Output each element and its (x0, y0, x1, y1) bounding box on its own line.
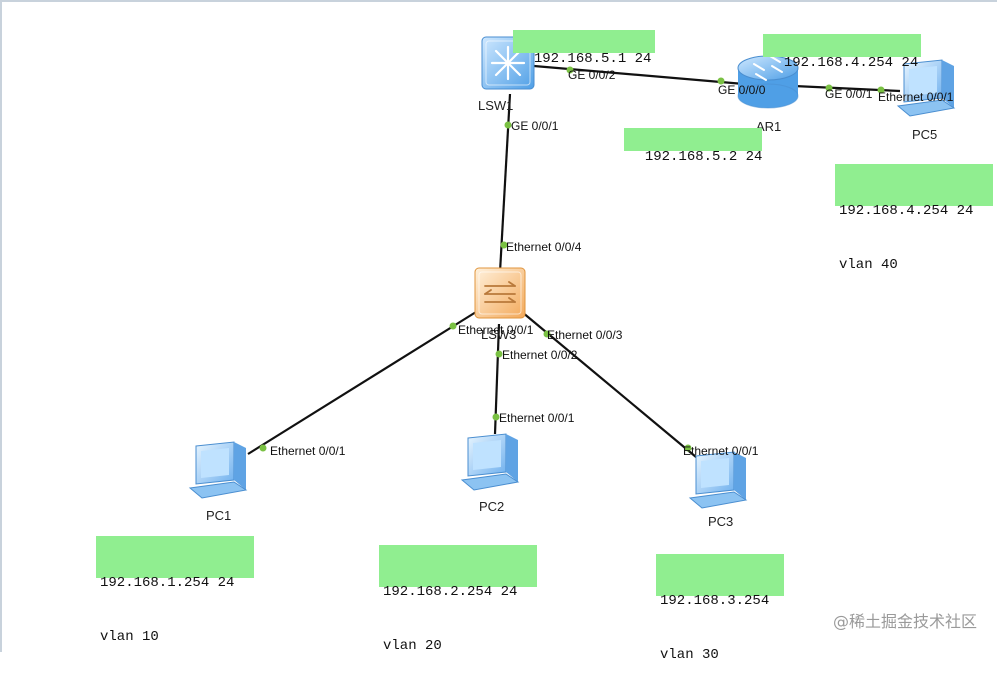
note-ip: 192.168.4.254 24 (839, 203, 974, 219)
pc-pc3[interactable] (688, 451, 748, 509)
port-label-pc1-eth: Ethernet 0/0/1 (270, 444, 346, 458)
port-label-ar1-ge000: GE 0/0/0 (718, 83, 766, 97)
note-pc2[interactable]: 192.168.2.254 24 vlan 20 (379, 545, 537, 654)
note-pc3[interactable]: 192.168.3.254 vlan 30 (656, 554, 784, 663)
port-dot[interactable] (717, 77, 725, 85)
device-label-pc5: PC5 (912, 127, 937, 142)
note-vlan: vlan 10 (100, 629, 159, 645)
note-text: 192.168.5.2 24 (644, 149, 763, 165)
device-label-lsw1: LSW1 (478, 98, 513, 113)
port-dot[interactable] (684, 444, 692, 452)
link-lsw3-pc1[interactable] (247, 311, 477, 455)
port-label-lsw3-eth004: Ethernet 0/0/4 (506, 240, 582, 254)
port-dot[interactable] (504, 121, 512, 129)
topology-canvas[interactable]: LSW1 AR1 LSW3 PC5 PC1 PC2 PC3 GE 0/0/2 G… (0, 0, 997, 663)
switch-arrows-icon (490, 45, 526, 81)
pc-pc1[interactable] (188, 441, 248, 499)
note-lsw1-ip[interactable]: 192.168.5.1 24 (513, 30, 655, 67)
device-label-pc1: PC1 (206, 508, 231, 523)
note-ar1-g001-ip[interactable]: 192.168.4.254 24 (763, 34, 921, 71)
port-dot[interactable] (566, 66, 574, 74)
note-text: 192.168.5.1 24 (533, 51, 652, 67)
port-dot[interactable] (449, 322, 457, 330)
note-vlan: vlan 20 (383, 638, 442, 654)
note-pc5[interactable]: 192.168.4.254 24 vlan 40 (835, 164, 993, 273)
topology-diagram: LSW1 AR1 LSW3 PC5 PC1 PC2 PC3 GE 0/0/2 G… (188, 36, 956, 529)
note-pc1[interactable]: 192.168.1.254 24 vlan 10 (96, 536, 254, 645)
note-ip: 192.168.1.254 24 (100, 575, 235, 591)
links (247, 64, 901, 463)
note-text: 192.168.4.254 24 (783, 55, 919, 71)
note-vlan: vlan 30 (660, 647, 719, 663)
device-label-pc3: PC3 (708, 514, 733, 529)
device-label-lsw3: LSW3 (481, 327, 516, 342)
note-ar1-g000-ip[interactable]: 192.168.5.2 24 (624, 128, 762, 165)
router-ar1[interactable] (737, 55, 799, 109)
switch-lsw3[interactable] (474, 267, 526, 319)
note-vlan: vlan 40 (839, 257, 898, 273)
port-label-pc5-eth: Ethernet 0/0/1 (878, 90, 954, 104)
port-dot[interactable] (259, 444, 267, 452)
pc-pc5[interactable] (896, 59, 956, 117)
link-lsw1-ar1[interactable] (533, 64, 745, 86)
port-dot[interactable] (492, 413, 500, 421)
port-label-lsw3-eth001: Ethernet 0/0/1 (458, 323, 534, 337)
port-label-lsw3-eth002: Ethernet 0/0/2 (502, 348, 578, 362)
pc-pc2[interactable] (460, 433, 520, 491)
port-dot[interactable] (825, 84, 833, 92)
port-dot[interactable] (495, 350, 503, 358)
device-label-ar1: AR1 (756, 119, 781, 134)
port-label-ar1-ge001: GE 0/0/1 (825, 87, 873, 101)
watermark: @稀土掘金技术社区 (832, 612, 977, 631)
port-label-lsw1-ge002: GE 0/0/2 (568, 68, 616, 82)
device-label-pc2: PC2 (479, 499, 504, 514)
router-arrows-icon (753, 55, 783, 81)
note-ip: 192.168.2.254 24 (383, 584, 518, 600)
port-label-lsw3-eth003: Ethernet 0/0/3 (547, 328, 623, 342)
port-label-pc3-eth: Ethernet 0/0/1 (683, 444, 759, 458)
port-label-pc2-eth: Ethernet 0/0/1 (499, 411, 575, 425)
link-lsw3-pc3[interactable] (521, 311, 703, 463)
port-dots (259, 66, 885, 452)
port-dot[interactable] (877, 86, 885, 94)
port-label-lsw1-ge001: GE 0/0/1 (511, 119, 559, 133)
port-dot[interactable] (500, 241, 508, 249)
port-dot[interactable] (543, 330, 551, 338)
note-ip: 192.168.3.254 (660, 593, 770, 609)
switch-arrows-icon (484, 281, 516, 303)
